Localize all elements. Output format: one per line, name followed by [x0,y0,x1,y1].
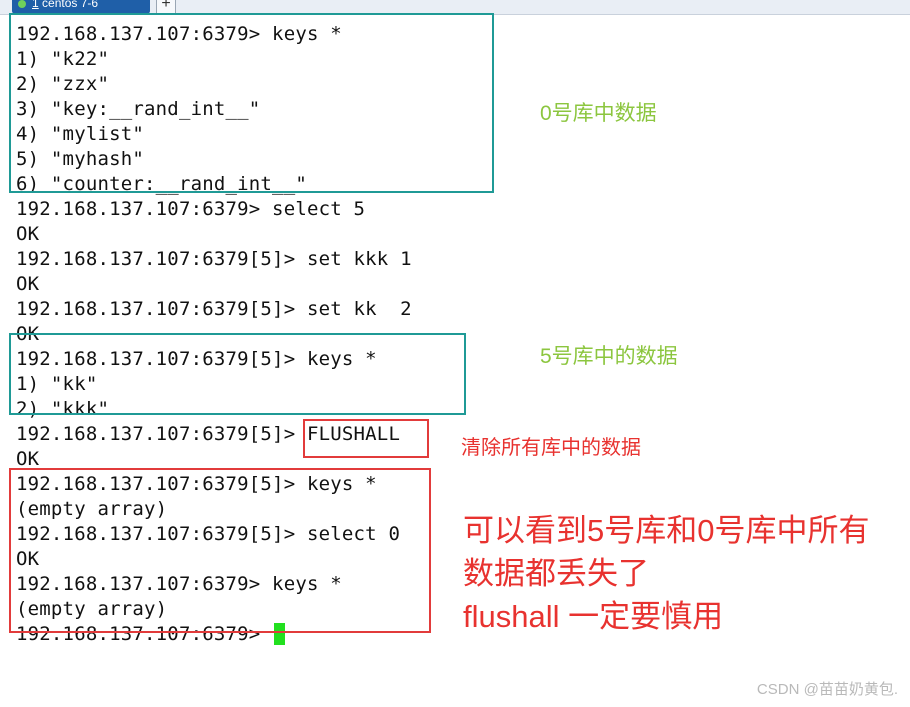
terminal-line: OK [16,223,40,245]
flushall-highlight-box [303,419,429,458]
terminal-line: 5) "myhash" [16,148,145,170]
terminal-line: 192.168.137.107:6379[5]> FLUSHALL [16,423,401,445]
db0-annotation: 0号库中数据 [540,102,657,125]
db0-highlight-box [9,13,494,193]
tab-centos[interactable]: 1 centos 7-6 [12,0,150,14]
terminal-cursor [274,623,286,645]
result-highlight-box [9,468,431,633]
terminal-line: OK [16,448,40,470]
tab-label: 1 centos 7-6 [32,0,98,13]
terminal-line: 192.168.137.107:6379[5]> keys * [16,348,377,370]
terminal-line: 192.168.137.107:6379> keys * [16,573,342,595]
terminal-line: OK [16,548,40,570]
db5-highlight-box [9,333,466,415]
terminal-line: (empty array) [16,598,168,620]
terminal-line: 192.168.137.107:6379[5]> set kk 2 [16,298,412,320]
terminal-line: 6) "counter:__rand_int__" [16,173,307,195]
terminal-line: 192.168.137.107:6379[5]> select 0 [16,523,401,545]
terminal-line: 1) "k22" [16,48,110,70]
terminal-line: 1) "kk" [16,373,98,395]
tab-label-text: centos 7-6 [38,0,99,10]
terminal-prompt-line[interactable]: 192.168.137.107:6379> [16,622,286,647]
conclusion-line-2: 数据都丢失了 [463,556,649,591]
terminal-prompt: 192.168.137.107:6379> [16,623,273,645]
terminal-line: 3) "key:__rand_int__" [16,98,261,120]
db5-annotation: 5号库中的数据 [540,345,678,368]
connection-status-icon [18,0,26,8]
flush-annotation: 清除所有库中的数据 [461,437,641,459]
terminal-line: OK [16,273,40,295]
terminal-line: 2) "zzx" [16,73,110,95]
terminal-line: 192.168.137.107:6379> keys * [16,23,342,45]
terminal-line: 192.168.137.107:6379[5]> keys * [16,473,377,495]
terminal-line: 192.168.137.107:6379> select 5 [16,198,366,220]
conclusion-line-1: 可以看到5号库和0号库中所有 [463,513,870,548]
tab-label-number: 1 [32,0,39,10]
terminal-line: 4) "mylist" [16,123,145,145]
terminal-line: 192.168.137.107:6379[5]> set kkk 1 [16,248,412,270]
csdn-watermark: CSDN @苗苗奶黄包. [756,681,898,698]
conclusion-line-3: flushall 一定要慎用 [463,599,724,634]
terminal-line: (empty array) [16,498,168,520]
